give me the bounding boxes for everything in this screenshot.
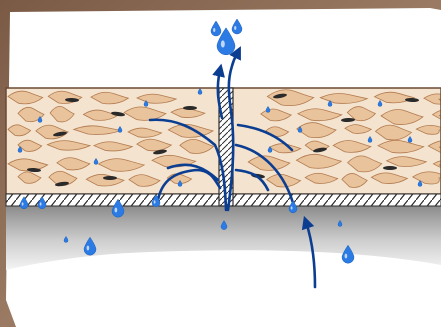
droplet-highlight [234,26,236,30]
air-void [103,176,117,180]
droplet-highlight [40,202,42,205]
droplet-highlight [154,200,156,203]
droplet-highlight [213,28,215,32]
droplet-highlight [22,202,24,205]
droplet-highlight [115,208,118,213]
air-void [183,106,197,110]
droplet-highlight [221,40,225,47]
droplet-highlight [87,246,90,251]
air-void [383,166,397,170]
droplet-highlight [345,254,348,259]
droplet-highlight [291,206,293,209]
